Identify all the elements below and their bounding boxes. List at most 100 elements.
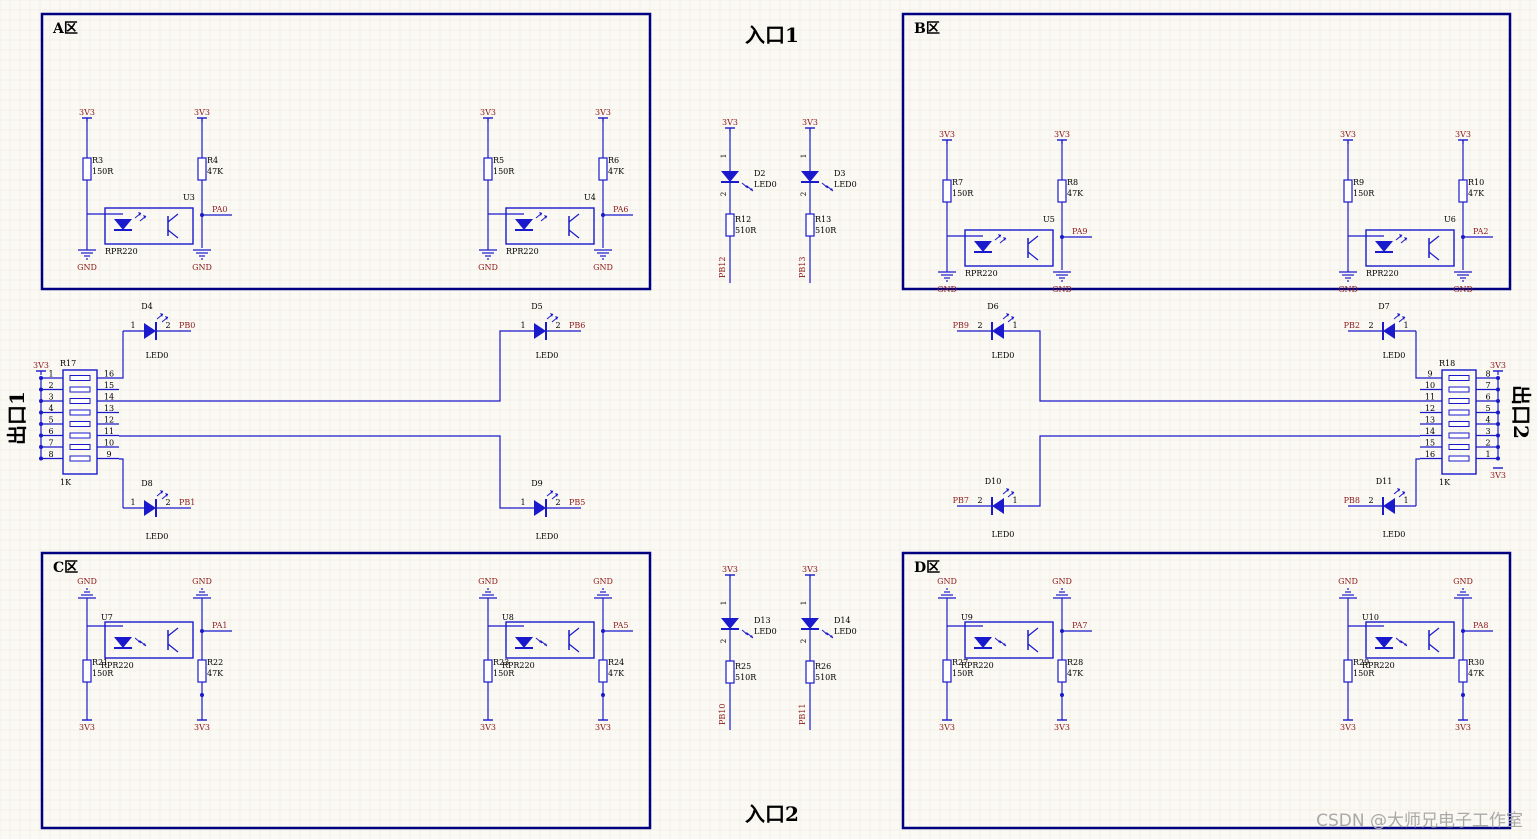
zone-d-label: D区 xyxy=(914,560,940,576)
wire xyxy=(119,458,124,508)
sensor-u3-r2-value: 47K xyxy=(207,167,224,176)
net-3v3: 3V3 xyxy=(194,723,210,732)
net-gnd: GND xyxy=(1052,285,1072,294)
arrow-head xyxy=(830,188,833,191)
exit-led-d10-symbol xyxy=(992,498,1004,514)
sensor-u10-emitter xyxy=(1375,637,1393,648)
wire xyxy=(1428,627,1440,637)
net-3v3: 3V3 xyxy=(79,108,95,117)
sensor-u8-r2-ref: R24 xyxy=(608,658,624,667)
entry-led-d3-ref: D3 xyxy=(834,169,846,178)
sensor-u3-r2-ref: R4 xyxy=(207,156,218,165)
arrow-head xyxy=(830,635,833,638)
sensor-u6-emitter xyxy=(1375,241,1393,252)
sensor-u3-r2-body xyxy=(197,157,207,181)
entry-led-d3-resistor xyxy=(805,213,815,237)
rarray-r17-element xyxy=(69,386,91,393)
sensor-u5-ref: U5 xyxy=(1043,215,1055,224)
rarray-r17-pin: 14 xyxy=(104,393,114,402)
arrow-head xyxy=(1397,488,1400,492)
sensor-u4-r1-value: 150R xyxy=(493,167,515,176)
entry-led-d14-resistor xyxy=(805,660,815,684)
sensor-u6-r2-ref: R10 xyxy=(1468,178,1484,187)
rarray-r17-pin: 7 xyxy=(48,439,53,448)
arrow-head xyxy=(1003,643,1006,646)
sensor-u4-r2-ref: R6 xyxy=(608,156,619,165)
sensor-u5-r2-value: 47K xyxy=(1067,189,1084,198)
net-3v3: 3V3 xyxy=(1340,130,1356,139)
rarray-r17-pin: 4 xyxy=(48,404,53,413)
sensor-u6-body xyxy=(1365,229,1455,267)
sensor-u4-r2-value: 47K xyxy=(608,167,625,176)
sensor-u4-body xyxy=(505,207,595,245)
sensor-u8-part: RPR220 xyxy=(502,661,535,670)
sensor-u10-ref: U10 xyxy=(1362,613,1379,622)
exit-led-d10-part: LED0 xyxy=(992,530,1015,539)
sensor-u6-r1-body xyxy=(1343,179,1353,203)
arrow-head xyxy=(1006,488,1009,492)
arrow-head xyxy=(750,635,753,638)
sensor-u10-r1-ref: R29 xyxy=(1353,658,1369,667)
wire xyxy=(568,643,580,653)
exit-led-d9-symbol xyxy=(534,500,546,516)
rarray-r18-pin: 7 xyxy=(1485,381,1490,390)
sensor-u8-r2-value: 47K xyxy=(608,669,625,678)
entry-led-d2-net: PB12 xyxy=(718,257,727,278)
exit-led-d7-symbol xyxy=(1383,323,1395,339)
sensor-u3-ref: U3 xyxy=(183,193,195,202)
zone-d-frame xyxy=(901,551,1512,830)
sensor-u9-net: PA7 xyxy=(1072,621,1088,630)
exit-led-d5-part: LED0 xyxy=(536,351,559,360)
arrow-head xyxy=(1003,237,1006,241)
net-3v3: 3V3 xyxy=(1054,723,1070,732)
net-gnd: GND xyxy=(937,285,957,294)
entry-led-d13-part: LED0 xyxy=(754,627,777,636)
rarray-r18-ref: R18 xyxy=(1439,359,1455,368)
wire xyxy=(167,213,179,223)
net-3v3: 3V3 xyxy=(33,361,49,370)
sensor-u4-r1-ref: R5 xyxy=(493,156,504,165)
rarray-r18-pin: 9 xyxy=(1427,370,1432,379)
arrow-head xyxy=(1404,237,1407,241)
entry-led-d2-pin2: 2 xyxy=(720,192,728,196)
net-gnd: GND xyxy=(1338,577,1358,586)
sensor-u5-body xyxy=(964,229,1054,267)
zone-b-frame xyxy=(901,12,1512,291)
net-3v3: 3V3 xyxy=(595,108,611,117)
net-3v3: 3V3 xyxy=(79,723,95,732)
net-3v3: 3V3 xyxy=(480,723,496,732)
rarray-r17-pin: 3 xyxy=(48,393,53,402)
net-3v3: 3V3 xyxy=(802,565,818,574)
sensor-u4-r2-body xyxy=(598,157,608,181)
net-3v3: 3V3 xyxy=(595,723,611,732)
wire xyxy=(568,627,580,637)
sensor-u7-body xyxy=(104,621,194,659)
rarray-r18-element xyxy=(1448,409,1470,416)
watermark: CSDN @大师兄电子工作室 xyxy=(1316,811,1523,831)
arrow-head xyxy=(1404,643,1407,646)
rarray-r18-element xyxy=(1448,444,1470,450)
arrow-head xyxy=(1006,313,1009,317)
exit-led-d6-pin1: 1 xyxy=(1012,321,1017,330)
entry-led-d2-pin1: 1 xyxy=(720,154,728,158)
entry-led-d13-ref: D13 xyxy=(754,616,771,625)
wire xyxy=(119,331,124,379)
rarray-r17-ref: R17 xyxy=(60,359,76,368)
entry-1-label: 入口1 xyxy=(745,23,799,47)
exit-led-d4-pin1: 1 xyxy=(130,321,135,330)
exit-led-d8-pin2: 2 xyxy=(165,498,170,507)
sensor-u6-r2-body xyxy=(1458,179,1468,203)
sensor-u8-emitter xyxy=(515,637,533,648)
net-gnd: GND xyxy=(77,263,97,272)
exit-led-d9-ref: D9 xyxy=(531,479,543,488)
rarray-r17-element xyxy=(69,444,91,450)
sensor-u5-r2-ref: R8 xyxy=(1067,178,1078,187)
net-gnd: GND xyxy=(1453,285,1473,294)
wire xyxy=(167,229,179,239)
wire xyxy=(1027,643,1039,653)
sensor-u4-net: PA6 xyxy=(613,205,629,214)
rarray-r18-pin: 11 xyxy=(1425,393,1435,402)
wire xyxy=(1027,627,1039,637)
entry-led-d3-part: LED0 xyxy=(834,180,857,189)
exit-led-d8-pin1: 1 xyxy=(130,498,135,507)
